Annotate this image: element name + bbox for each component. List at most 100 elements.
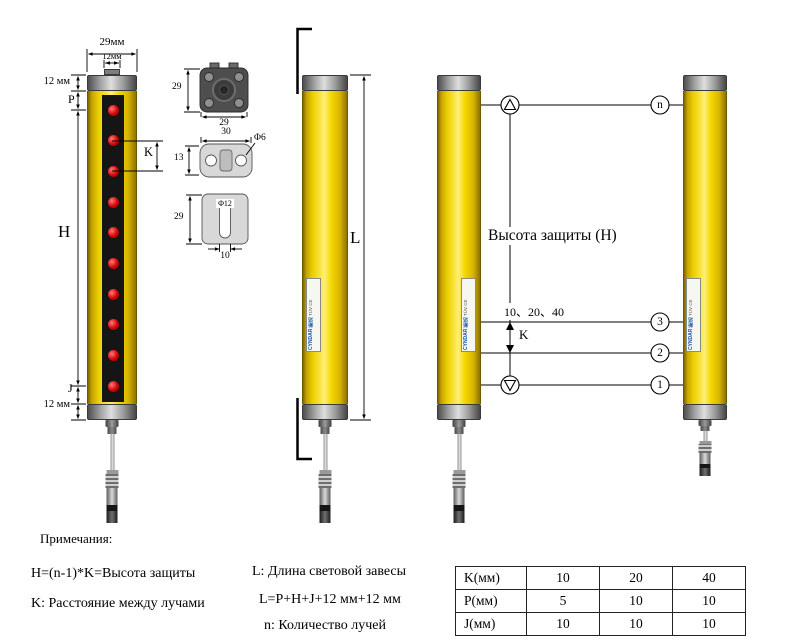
bracket-top-view-dims [184,68,248,119]
beam-led [107,319,119,331]
cable-wire [457,434,461,470]
notes-heading: Примечания: [40,531,113,546]
top-end-cap [87,75,137,91]
bottom-end-cap [87,404,137,420]
sticker-text: CYNDAR 新达 TÜV CE [308,299,314,350]
cable-assembly [105,420,119,523]
product-label-sticker: CYNDAR 新达 TÜV CE [686,278,701,352]
beam-led [107,196,119,208]
direction-circle-bottom [500,375,520,395]
table-cell: 10 [599,589,673,613]
connector-tip [106,511,118,523]
connector-barrel [453,488,465,505]
beam-circle-1 [650,375,670,395]
table-row: K(мм) 10 20 40 [455,566,746,590]
up-triangle-icon [503,98,517,111]
beam-circle-3 [650,312,670,332]
product-label-sticker: CYNDAR 新达 TÜV CE [461,278,476,352]
sticker-text: CYNDAR 新达 TÜV CE [688,299,694,350]
direction-circle-top [500,95,520,115]
down-triangle-icon [503,379,517,392]
note-l: L: Длина световой завесы [252,564,407,579]
cable-wire [110,434,114,470]
cable-assembly [318,420,332,523]
table-cell: 10 [672,589,746,613]
table-cell: 10 [599,612,673,636]
beam-label-2: 2 [657,347,663,359]
beam-label-n: n [657,99,663,111]
product-label-sticker: CYNDAR 新达 TÜV CE [306,278,321,352]
table-cell: 5 [526,589,600,613]
bracket-flat-width-label: 30 [221,127,231,137]
led-strip [102,95,124,402]
dim-top-cap-label: 12 мм [43,76,70,87]
table-row-label: J(мм) [455,612,527,636]
table-row-label: K(мм) [455,566,527,590]
table-row: P(мм) 5 10 10 [455,589,746,613]
table-cell: 20 [599,566,673,590]
connector-ribs [318,474,332,488]
beam-label-3: 3 [657,316,663,328]
beam-number-circles [500,95,670,395]
bracket-flat-view-dims [185,137,256,176]
label-k-front: K [144,145,154,159]
beam-led [107,104,119,116]
beam-spacing-values: 10、20、40 [502,303,567,320]
connector-band [106,505,118,511]
table-cell: 10 [672,612,746,636]
spec-table: K(мм) 10 20 40 P(мм) 5 10 10 J(мм) 10 10… [455,566,746,636]
bracket-top-view [199,62,249,113]
table-cell: 10 [526,612,600,636]
beam-label-1: 1 [657,379,663,391]
top-end-cap [683,75,727,91]
bracket-flat-hole-label: Φ6 [254,133,266,143]
beam-led [107,227,119,239]
beam-lines [481,104,683,386]
bracket-topview-width-label: 29 [219,118,229,128]
cable-assembly-short [698,420,712,476]
table-row: J(мм) 10 10 10 [455,612,746,636]
light-curtain-side-view: CYNDAR 新达 TÜV CE [302,75,348,420]
table-cell: 10 [526,566,600,590]
bracket-topview-height-label: 29 [172,82,182,92]
connector-ring [106,470,118,474]
connector-ribs [452,474,466,488]
note-l-formula: L=P+H+J+12 мм+12 мм [259,592,401,607]
cable-gland-neck [454,427,464,434]
cable-gland-neck [320,427,330,434]
connector-ring [699,441,711,444]
cable-gland-neck [700,426,710,431]
connector-tip [453,511,465,523]
light-curtain-front-view [87,69,137,420]
label-h: H [58,222,71,241]
notch-dim-arrows [105,61,119,65]
cable-gland [452,420,466,427]
bracket-slot-width-label: 10 [220,251,230,261]
dim-width-label: 29мм [99,36,125,48]
bracket-flat-view [199,143,253,178]
sticker-text: CYNDAR 新达 TÜV CE [463,299,469,350]
table-cell: 40 [672,566,746,590]
device-body [87,91,137,404]
bracket-slot-dia-label: Φ12 [216,199,234,208]
table-row-label: P(мм) [455,589,527,613]
connector-ring [319,470,331,474]
note-n: n: Количество лучей [264,618,387,633]
beam-circle-2 [650,343,670,363]
bottom-end-cap [683,404,727,420]
connector-band [453,505,465,511]
label-p: P [68,92,75,106]
bottom-end-cap [437,404,481,420]
note-k: K: Расстояние между лучами [31,596,205,611]
connector-tip [699,468,711,476]
connector-barrel [319,488,331,505]
bracket-flat-height-label: 13 [174,153,184,163]
label-l: L [350,228,361,247]
note-h-formula: H=(n-1)*K=Высота защиты [31,566,196,581]
device-body [437,91,481,404]
device-body [683,91,727,404]
cable-gland [105,420,119,427]
cable-gland [318,420,332,427]
beam-led [107,165,119,177]
